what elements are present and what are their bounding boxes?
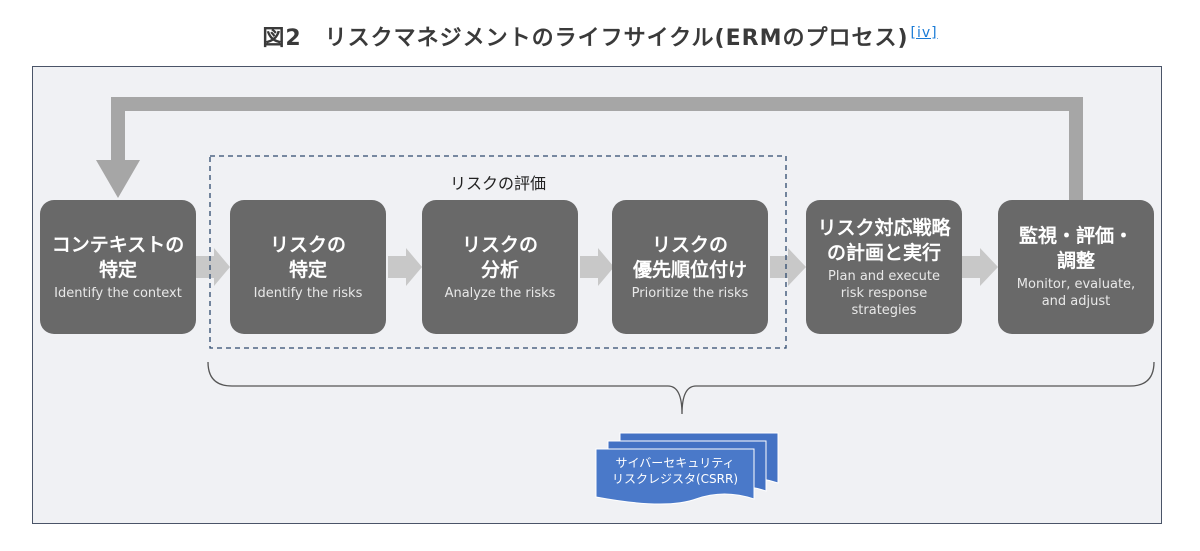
step-identify-context: コンテキストの 特定 Identify the context [40, 200, 196, 334]
risk-register-label: サイバーセキュリティ リスクレジスタ(CSRR) [611, 456, 739, 486]
feedback-loop-arrowhead [96, 160, 140, 198]
step-plan-execute: リスク対応戦略 の計画と実行 Plan and execute risk res… [806, 200, 962, 334]
flow-arrow-5 [962, 248, 998, 286]
step-prioritize-risks: リスクの 優先順位付け Prioritize the risks [612, 200, 768, 334]
flow-arrow-1 [196, 248, 230, 286]
flow-arrow-4 [770, 248, 806, 286]
step-subtitle: Analyze the risks [444, 285, 556, 301]
step-title: リスクの 特定 [269, 233, 346, 281]
risk-evaluation-group [209, 155, 787, 349]
step-identify-risks: リスクの 特定 Identify the risks [230, 200, 386, 334]
step-subtitle: Plan and execute risk response strategie… [828, 268, 940, 318]
feedback-loop-arrow [111, 97, 1083, 200]
step-title: リスクの 分析 [461, 233, 538, 281]
step-title: リスクの 優先順位付け [632, 233, 747, 281]
step-analyze-risks: リスクの 分析 Analyze the risks [422, 200, 578, 334]
step-subtitle: Monitor, evaluate, and adjust [1016, 277, 1136, 309]
figure-title-text: 図2 リスクマネジメントのライフサイクル(ERMのプロセス) [262, 26, 909, 51]
flow-arrow-2 [388, 248, 422, 286]
risk-register-icon [595, 432, 779, 505]
diagram-panel [32, 66, 1162, 524]
step-monitor-adjust: 監視・評価・ 調整 Monitor, evaluate, and adjust [998, 200, 1154, 334]
flow-arrow-3 [580, 248, 614, 286]
step-title: 監視・評価・ 調整 [1018, 225, 1133, 272]
step-subtitle: Prioritize the risks [631, 285, 749, 301]
step-title: リスク対応戦略 の計画と実行 [817, 216, 951, 264]
risk-evaluation-label: リスクの評価 [449, 174, 546, 193]
step-title: コンテキストの 特定 [51, 233, 185, 281]
figure-title: 図2 リスクマネジメントのライフサイクル(ERMのプロセス)[iv] [0, 20, 1200, 52]
reference-link[interactable]: [iv] [910, 24, 938, 41]
step-subtitle: Identify the context [54, 285, 182, 301]
scope-bracket [207, 361, 1155, 415]
step-subtitle: Identify the risks [253, 285, 363, 301]
